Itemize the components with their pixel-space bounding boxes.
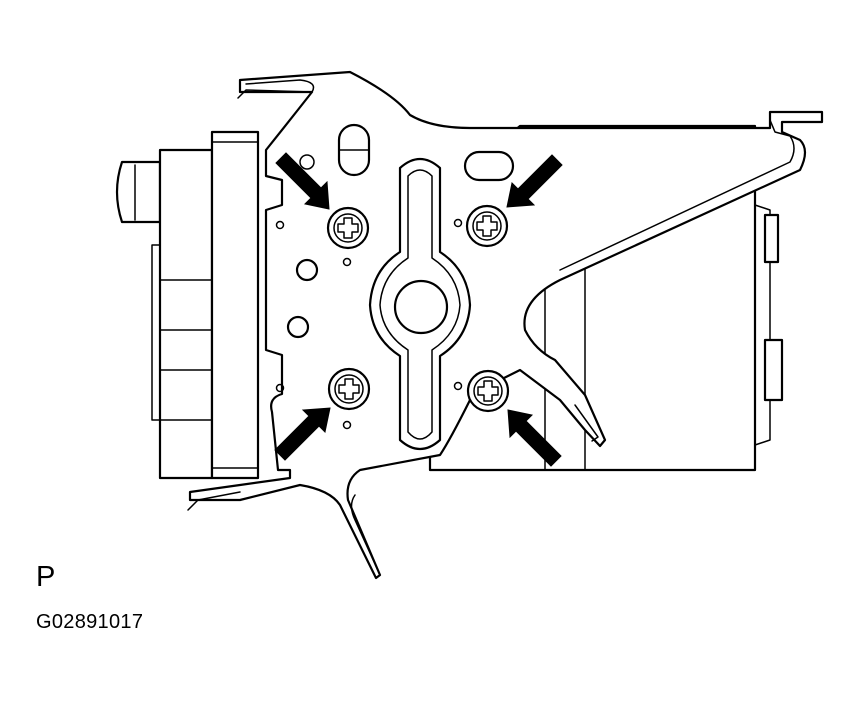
center-boss (337, 123, 515, 451)
view-label: P (36, 561, 56, 593)
small-holes (275, 154, 463, 430)
arrow-lower-left (274, 407, 331, 461)
bolt-lower-left (327, 367, 371, 411)
actuator-body (115, 130, 260, 480)
figure-code: G02891017 (36, 611, 144, 633)
arrow-lower-right (507, 409, 562, 467)
arrow-upper-left (275, 152, 330, 210)
bolt-upper-left (326, 206, 370, 250)
arrow-upper-right (506, 154, 563, 208)
bolt-lower-right (466, 369, 510, 413)
bolt-upper-right (465, 204, 509, 248)
mounting-bracket (187, 70, 824, 580)
